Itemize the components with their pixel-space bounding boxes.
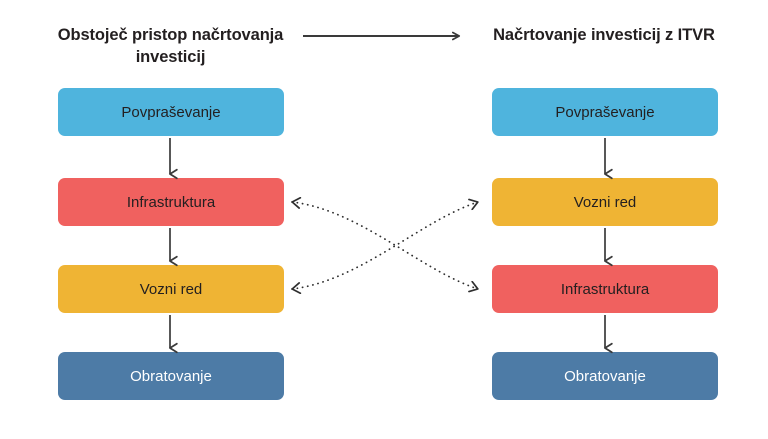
node-right-povprasevanje: Povpraševanje [492,88,718,136]
column-heading-right: Načrtovanje investicij z ITVR [493,26,715,44]
node-right-infrastruktura: Infrastruktura [492,265,718,313]
node-left-obratovanje: Obratovanje [58,352,284,400]
node-right-vozni-red: Vozni red [492,178,718,226]
cross-link-vozni-red [291,202,479,289]
column-heading-left: Obstoječ pristop načrtovanja investicij [57,26,284,67]
node-right-obratovanje: Obratovanje [492,352,718,400]
cross-link-infrastruktura [291,202,479,289]
node-left-infrastruktura: Infrastruktura [58,178,284,226]
node-left-vozni-red: Vozni red [58,265,284,313]
node-left-povprasevanje: Povpraševanje [58,88,284,136]
